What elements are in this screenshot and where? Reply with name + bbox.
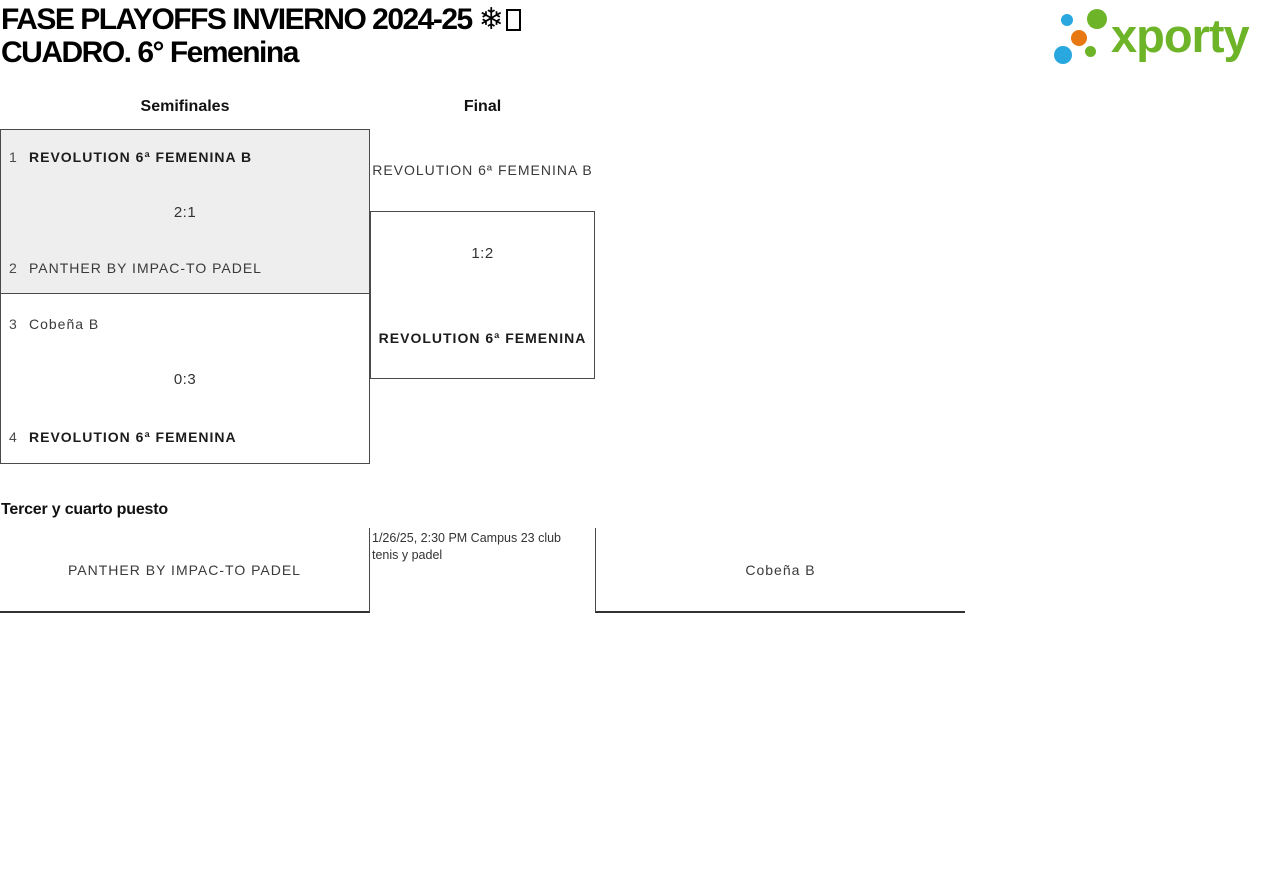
page-title-line1: FASE PLAYOFFS INVIERNO 2024-25 ❄	[1, 3, 522, 36]
team-name: REVOLUTION 6ª FEMENINA	[378, 330, 587, 346]
logo-wordmark: xporty	[1111, 9, 1250, 62]
logo-dot-icon	[1054, 46, 1072, 64]
third-place-schedule: 1/26/25, 2:30 PM Campus 23 club tenis y …	[372, 530, 593, 564]
team-name: REVOLUTION 6ª FEMENINA B	[29, 149, 253, 165]
third-place-heading: Tercer y cuarto puesto	[1, 501, 168, 518]
match-score: 0:3	[173, 371, 197, 388]
xporty-logo[interactable]: xporty	[1050, 5, 1278, 67]
match-score: 2:1	[173, 204, 197, 221]
final-team-top: REVOLUTION 6ª FEMENINA B	[372, 162, 593, 178]
seed-number: 4	[9, 429, 18, 445]
page-title: FASE PLAYOFFS INVIERNO 2024-25 ❄ CUADRO.…	[1, 3, 522, 69]
missing-glyph-box	[506, 9, 522, 31]
team-row: 2 PANTHER BY IMPAC-TO PADEL	[1, 259, 369, 277]
team-name: PANTHER BY IMPAC-TO PADEL	[68, 561, 301, 578]
match-semifinal-1[interactable]: 1 REVOLUTION 6ª FEMENINA B 2:1 2 PANTHER…	[0, 129, 370, 294]
team-name: Cobeña B	[29, 316, 100, 332]
match-semifinal-2[interactable]: 3 Cobeña B 0:3 4 REVOLUTION 6ª FEMENINA	[0, 293, 370, 464]
seed-number: 1	[9, 149, 18, 165]
team-name: PANTHER BY IMPAC-TO PADEL	[29, 260, 262, 276]
logo-dot-icon	[1071, 30, 1087, 46]
third-place-match-right[interactable]: Cobeña B	[595, 528, 965, 613]
team-row: 4 REVOLUTION 6ª FEMENINA	[1, 428, 369, 446]
round-header-semifinals: Semifinales	[140, 98, 230, 115]
schedule-datetime-venue: 1/26/25, 2:30 PM Campus 23 club	[372, 531, 562, 545]
seed-number: 3	[9, 316, 18, 332]
tournament-name: FASE PLAYOFFS INVIERNO 2024-25 ❄	[1, 3, 504, 36]
seed-number: 2	[9, 260, 18, 276]
logo-dot-icon	[1085, 46, 1096, 57]
match-final[interactable]: 1:2 REVOLUTION 6ª FEMENINA	[370, 211, 595, 379]
team-name: Cobeña B	[745, 561, 816, 578]
team-name: REVOLUTION 6ª FEMENINA	[29, 429, 237, 445]
match-score: 1:2	[471, 245, 494, 262]
page-title-line2: CUADRO. 6° Femenina	[1, 36, 299, 69]
schedule-venue: tenis y padel	[372, 548, 443, 562]
third-place-match-left[interactable]: PANTHER BY IMPAC-TO PADEL	[0, 528, 370, 613]
logo-dot-icon	[1087, 9, 1107, 29]
team-row: 3 Cobeña B	[1, 315, 369, 333]
logo-dot-icon	[1061, 14, 1073, 26]
team-row: 1 REVOLUTION 6ª FEMENINA B	[1, 148, 369, 166]
round-header-final: Final	[463, 98, 502, 115]
